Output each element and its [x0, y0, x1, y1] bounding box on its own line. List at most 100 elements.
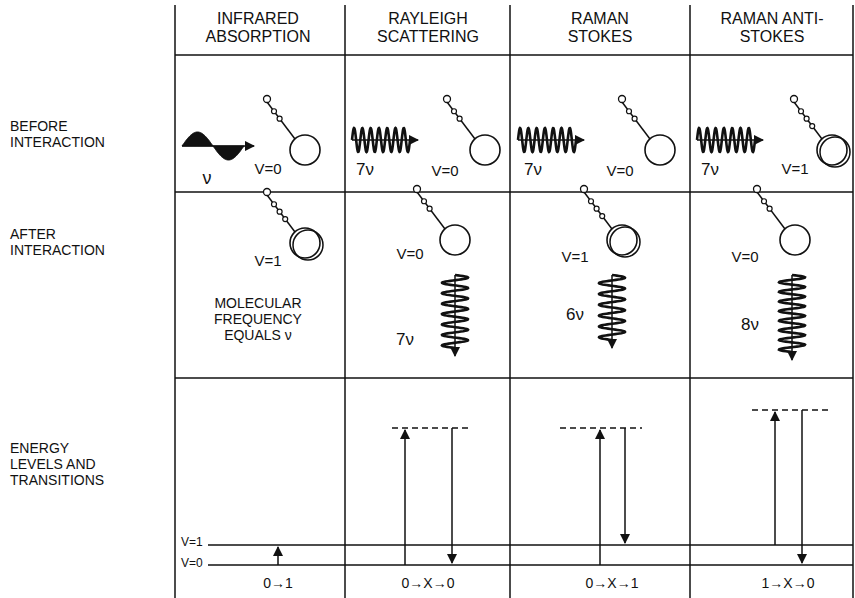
column-header: RAYLEIGH SCATTERING — [368, 10, 488, 47]
atom-large — [290, 228, 320, 258]
table-cell-text: V=0 — [396, 245, 423, 262]
grid-line — [852, 5, 854, 598]
bond — [447, 102, 475, 139]
level-line — [208, 544, 853, 546]
table-cell-text: 7ν — [356, 160, 374, 180]
spring-bead — [600, 214, 605, 219]
spring-bead — [799, 109, 804, 114]
molecule-figure — [414, 186, 471, 256]
table-cell-text: 6ν — [566, 305, 584, 325]
virtual-level — [392, 427, 470, 429]
bond — [757, 192, 785, 229]
atom-small — [581, 186, 588, 193]
atom-large — [817, 135, 847, 165]
atom-large — [290, 135, 320, 165]
transition-arrow — [277, 547, 279, 565]
table-cell-text: V=1 — [781, 160, 808, 177]
grid-line — [174, 5, 176, 598]
wave-arrow — [611, 275, 613, 348]
table-cell-text: V=0 — [181, 557, 203, 571]
atom-small — [444, 96, 451, 103]
table-cell-text: 7ν — [701, 160, 719, 180]
molecule-figure — [754, 186, 811, 256]
spring-bead — [452, 109, 457, 114]
bond — [584, 192, 612, 229]
spring-bead — [632, 116, 637, 121]
table-cell-text: 0→X→1 — [586, 575, 639, 591]
molecule-figure — [619, 96, 676, 166]
virtual-level — [752, 409, 832, 411]
atom-small — [414, 186, 421, 193]
table-cell-text: V=0 — [606, 162, 633, 179]
spring-bead — [810, 124, 815, 129]
table-cell-text: 8ν — [741, 315, 759, 335]
table-cell-text: 1→X→0 — [762, 575, 815, 591]
table-cell-text: ν — [203, 168, 212, 189]
spring-bead — [804, 116, 809, 121]
transition-arrow — [801, 410, 803, 563]
table-cell-text: V=0 — [431, 162, 458, 179]
grid-line — [689, 5, 691, 598]
atom-small — [754, 186, 761, 193]
table-grid — [175, 5, 853, 598]
spring-bead — [277, 116, 282, 121]
grid-line — [175, 54, 853, 56]
column-header: RAMAN ANTI-STOKES — [707, 10, 837, 47]
spring-bead — [762, 199, 767, 204]
energy-levels — [208, 410, 853, 565]
molecule-figure — [264, 96, 321, 166]
spring-bead — [589, 199, 594, 204]
bond — [267, 102, 295, 139]
column-header: INFRARED ABSORPTION — [198, 10, 318, 47]
molecule-figure — [264, 189, 324, 261]
table-cell-text: 7ν — [524, 160, 542, 180]
table-cell-text: V=1 — [561, 248, 588, 265]
transition-arrow — [451, 428, 453, 563]
table-cell-text: 7ν — [396, 330, 414, 350]
wave-arrow — [352, 139, 418, 141]
spring-bead — [767, 206, 772, 211]
table-cell-text: V=0 — [731, 248, 758, 265]
table-cell-text: V=0 — [254, 160, 281, 177]
molecule-figure — [444, 96, 501, 166]
atom-small — [264, 96, 271, 103]
transition-arrow — [774, 412, 776, 545]
table-cell-text: 0→1 — [263, 575, 293, 591]
wave-arrow — [518, 139, 584, 141]
atom-large — [440, 225, 470, 255]
transition-arrow — [599, 430, 601, 565]
atom-large — [780, 225, 810, 255]
table-cell-text: V=1 — [181, 536, 203, 550]
column-header: RAMAN STOKES — [550, 10, 650, 47]
grid-line — [175, 377, 853, 379]
spring-bead — [283, 217, 288, 222]
molecule-figure — [791, 96, 851, 168]
spring-bead — [422, 199, 427, 204]
wave-arrow — [697, 139, 763, 141]
transition-arrow — [404, 430, 406, 565]
atom-large — [470, 135, 500, 165]
table-cell-text: 0→X→0 — [402, 575, 455, 591]
atom-small — [791, 96, 798, 103]
transition-arrow — [624, 428, 626, 543]
spring-bead — [627, 109, 632, 114]
grid-line — [175, 191, 853, 193]
atom-small — [619, 96, 626, 103]
table-cell-text: MOLECULAR FREQUENCY EQUALS ν — [202, 295, 314, 343]
wave-arrow — [454, 275, 456, 356]
bond — [622, 102, 650, 139]
spring-bead — [272, 109, 277, 114]
table-cell-text: V=1 — [254, 252, 281, 269]
bond — [417, 192, 445, 229]
spring-bead — [277, 209, 282, 214]
spring-bead — [457, 116, 462, 121]
bond — [267, 195, 295, 232]
spring-bead — [594, 206, 599, 211]
bond — [794, 102, 822, 139]
row-header: ENERGY LEVELS AND TRANSITIONS — [10, 440, 104, 488]
atom-large — [645, 135, 675, 165]
grid-line — [509, 5, 511, 598]
atom-large — [607, 225, 637, 255]
